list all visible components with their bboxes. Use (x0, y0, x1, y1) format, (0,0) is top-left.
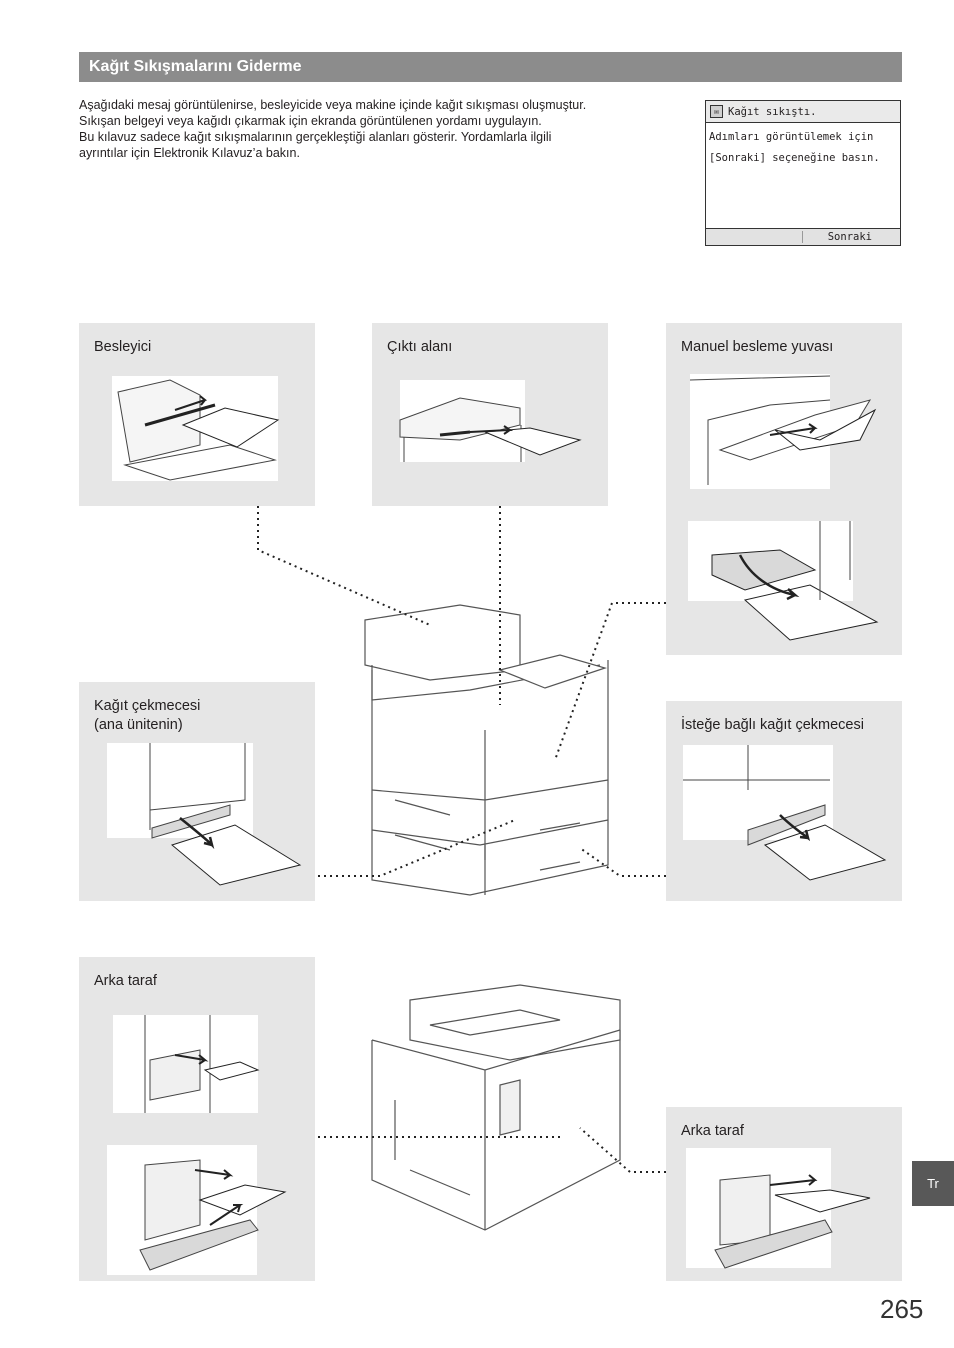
intro-line-2: Sıkışan belgeyi veya kağıdı çıkarmak içi… (79, 114, 542, 128)
label-drawer: Kağıt çekmecesi (ana ünitenin) (94, 697, 200, 735)
rear-left-illustration-2 (107, 1145, 287, 1275)
rear-right-illustration (686, 1148, 871, 1269)
language-tab: Tr (912, 1161, 954, 1206)
lcd-title: Kağıt sıkıştı. (728, 105, 817, 118)
intro-text: Aşağıdaki mesaj görüntülenirse, besleyic… (79, 97, 679, 161)
label-feeder: Besleyici (94, 339, 152, 355)
label-drawer-line-1: Kağıt çekmecesi (94, 698, 201, 714)
optional-drawer-illustration (683, 745, 887, 881)
feeder-illustration (112, 376, 280, 481)
printer-rear-illustration (371, 984, 621, 1231)
lcd-screen: ✉ Kağıt sıkıştı. Adımları görüntülemek i… (705, 100, 901, 246)
drawer-illustration (107, 743, 302, 886)
manual-illustration-1 (689, 374, 877, 489)
lcd-next-button[interactable]: Sonraki (827, 231, 872, 243)
lcd-footer: Sonraki (706, 228, 900, 245)
manual-illustration-2 (688, 521, 879, 641)
intro-line-3: Bu kılavuz sadece kağıt sıkışmalarının g… (79, 130, 552, 144)
lcd-message: Adımları görüntülemek için [Sonraki] seç… (706, 123, 900, 165)
label-output: Çıktı alanı (387, 339, 453, 355)
leader-lines (257, 506, 666, 1173)
lcd-line-2: [Sonraki] seçeneğine basın. (709, 152, 880, 164)
lcd-title-bar: ✉ Kağıt sıkıştı. (706, 101, 900, 123)
rear-left-illustration-1 (113, 1015, 260, 1113)
printer-front-illustration (364, 604, 609, 896)
lcd-line-1: Adımları görüntülemek için (709, 131, 874, 143)
section-title: Kağıt Sıkışmalarını Giderme (79, 52, 902, 82)
page-number: 265 (880, 1294, 924, 1324)
label-optional-drawer: İsteğe bağlı kağıt çekmecesi (681, 717, 864, 733)
label-rear-left: Arka taraf (94, 973, 157, 989)
label-rear-right: Arka taraf (681, 1123, 744, 1139)
intro-line-4: ayrıntılar için Elektronik Kılavuz’a bak… (79, 146, 300, 160)
label-manual: Manuel besleme yuvası (681, 339, 834, 355)
label-drawer-line-2: (ana ünitenin) (94, 717, 183, 733)
warning-icon: ✉ (710, 105, 723, 118)
output-illustration (399, 380, 582, 462)
intro-line-1: Aşağıdaki mesaj görüntülenirse, besleyic… (79, 98, 587, 112)
